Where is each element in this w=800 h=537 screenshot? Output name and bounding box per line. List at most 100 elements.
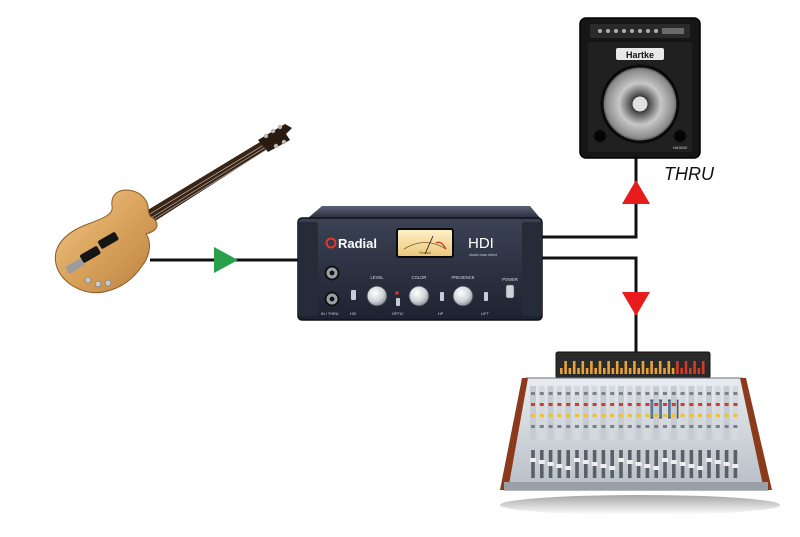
channel-button[interactable] bbox=[583, 392, 588, 395]
channel-button[interactable] bbox=[689, 425, 694, 428]
fader-cap[interactable] bbox=[626, 460, 633, 464]
channel-button[interactable] bbox=[610, 403, 615, 406]
fader-cap[interactable] bbox=[556, 464, 563, 468]
channel-button[interactable] bbox=[671, 403, 676, 406]
channel-button[interactable] bbox=[663, 392, 667, 395]
channel-button[interactable] bbox=[715, 403, 720, 406]
channel-button[interactable] bbox=[689, 403, 694, 406]
channel-button[interactable] bbox=[645, 403, 650, 406]
channel-button[interactable] bbox=[724, 414, 729, 417]
channel-button[interactable] bbox=[724, 403, 729, 406]
channel-button[interactable] bbox=[539, 425, 544, 428]
fader-cap[interactable] bbox=[618, 458, 624, 462]
channel-button[interactable] bbox=[715, 414, 720, 417]
fader-cap[interactable] bbox=[582, 460, 589, 464]
channel-button[interactable] bbox=[575, 414, 579, 417]
channel-button[interactable] bbox=[680, 414, 685, 417]
channel-button[interactable] bbox=[548, 392, 553, 395]
channel-button[interactable] bbox=[592, 392, 597, 395]
channel-button[interactable] bbox=[663, 403, 667, 406]
channel-button[interactable] bbox=[733, 425, 738, 428]
channel-button[interactable] bbox=[575, 425, 579, 428]
channel-button[interactable] bbox=[548, 414, 553, 417]
channel-button[interactable] bbox=[680, 403, 685, 406]
channel-button[interactable] bbox=[531, 414, 535, 417]
channel-button[interactable] bbox=[627, 392, 632, 395]
fader-cap[interactable] bbox=[538, 460, 545, 464]
channel-button[interactable] bbox=[733, 392, 738, 395]
channel-button[interactable] bbox=[715, 425, 720, 428]
channel-button[interactable] bbox=[531, 425, 535, 428]
channel-button[interactable] bbox=[733, 403, 738, 406]
channel-button[interactable] bbox=[654, 403, 659, 406]
hiz-switch[interactable] bbox=[351, 290, 356, 300]
channel-button[interactable] bbox=[680, 392, 685, 395]
channel-button[interactable] bbox=[654, 392, 659, 395]
fader-cap[interactable] bbox=[574, 458, 580, 462]
fader-cap[interactable] bbox=[662, 458, 668, 462]
channel-button[interactable] bbox=[566, 425, 571, 428]
channel-button[interactable] bbox=[654, 414, 659, 417]
channel-fader[interactable] bbox=[619, 450, 623, 478]
channel-fader[interactable] bbox=[654, 450, 658, 478]
channel-button[interactable] bbox=[575, 403, 579, 406]
channel-button[interactable] bbox=[592, 414, 597, 417]
channel-button[interactable] bbox=[592, 403, 597, 406]
channel-button[interactable] bbox=[619, 425, 623, 428]
channel-button[interactable] bbox=[663, 414, 667, 417]
channel-button[interactable] bbox=[610, 414, 615, 417]
channel-button[interactable] bbox=[601, 403, 606, 406]
optic-switch[interactable] bbox=[396, 298, 400, 306]
fader-cap[interactable] bbox=[688, 464, 695, 468]
channel-button[interactable] bbox=[645, 414, 650, 417]
channel-fader[interactable] bbox=[698, 450, 702, 478]
fader-cap[interactable] bbox=[565, 466, 572, 470]
level-knob[interactable] bbox=[366, 285, 388, 307]
channel-button[interactable] bbox=[733, 414, 738, 417]
channel-button[interactable] bbox=[566, 392, 571, 395]
fader-cap[interactable] bbox=[609, 466, 616, 470]
channel-button[interactable] bbox=[531, 392, 535, 395]
channel-button[interactable] bbox=[531, 403, 535, 406]
channel-button[interactable] bbox=[575, 392, 579, 395]
channel-button[interactable] bbox=[715, 392, 720, 395]
fader-cap[interactable] bbox=[547, 462, 554, 466]
channel-button[interactable] bbox=[557, 392, 562, 395]
channel-button[interactable] bbox=[680, 425, 685, 428]
channel-button[interactable] bbox=[636, 403, 641, 406]
channel-button[interactable] bbox=[698, 403, 703, 406]
fader-cap[interactable] bbox=[679, 462, 686, 466]
channel-button[interactable] bbox=[601, 425, 606, 428]
channel-button[interactable] bbox=[583, 403, 588, 406]
power-switch[interactable] bbox=[505, 284, 515, 299]
channel-button[interactable] bbox=[610, 425, 615, 428]
fader-cap[interactable] bbox=[714, 460, 721, 464]
channel-button[interactable] bbox=[636, 425, 641, 428]
channel-button[interactable] bbox=[654, 425, 659, 428]
fader-cap[interactable] bbox=[670, 460, 677, 464]
channel-button[interactable] bbox=[724, 392, 729, 395]
channel-button[interactable] bbox=[619, 414, 623, 417]
channel-button[interactable] bbox=[698, 414, 703, 417]
fader-cap[interactable] bbox=[732, 464, 739, 468]
channel-button[interactable] bbox=[627, 425, 632, 428]
channel-button[interactable] bbox=[707, 425, 711, 428]
channel-button[interactable] bbox=[610, 392, 615, 395]
channel-button[interactable] bbox=[539, 414, 544, 417]
channel-button[interactable] bbox=[689, 392, 694, 395]
fader-cap[interactable] bbox=[530, 458, 536, 462]
channel-button[interactable] bbox=[636, 414, 641, 417]
channel-fader[interactable] bbox=[531, 450, 535, 478]
channel-button[interactable] bbox=[724, 425, 729, 428]
channel-button[interactable] bbox=[707, 414, 711, 417]
channel-button[interactable] bbox=[627, 414, 632, 417]
channel-button[interactable] bbox=[698, 425, 703, 428]
channel-button[interactable] bbox=[645, 392, 650, 395]
channel-button[interactable] bbox=[557, 414, 562, 417]
channel-button[interactable] bbox=[671, 414, 676, 417]
channel-fader[interactable] bbox=[566, 450, 570, 478]
fader-cap[interactable] bbox=[697, 466, 704, 470]
channel-button[interactable] bbox=[707, 392, 711, 395]
channel-button[interactable] bbox=[548, 425, 553, 428]
fader-cap[interactable] bbox=[653, 466, 660, 470]
